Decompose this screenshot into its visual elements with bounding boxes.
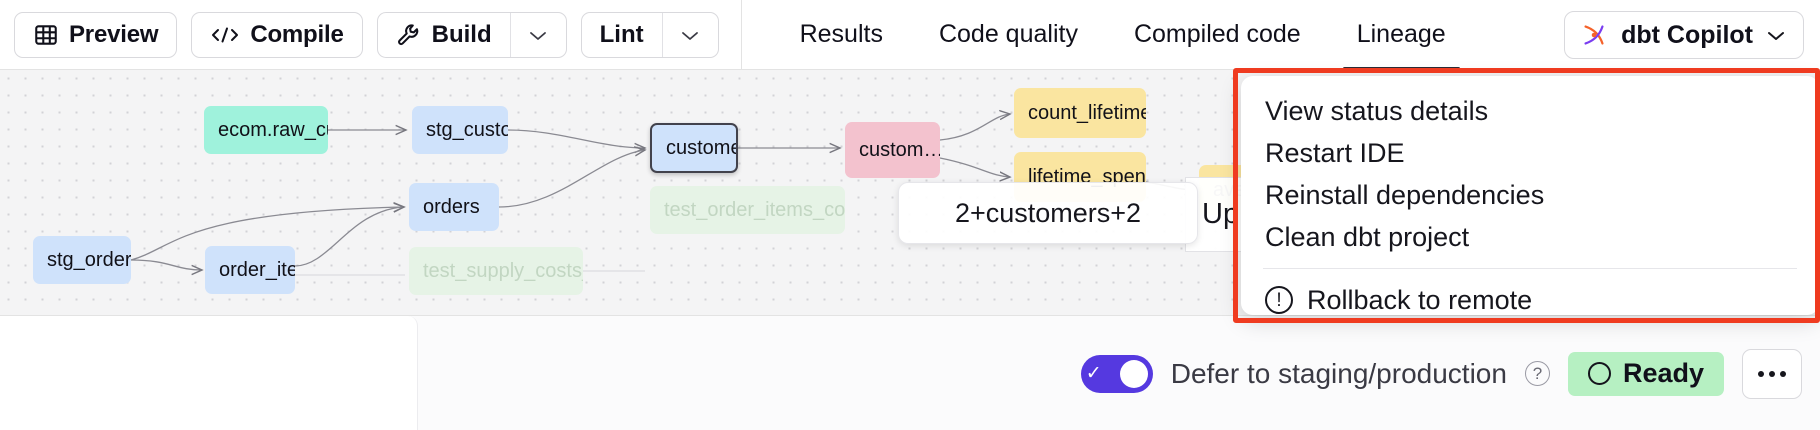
ide-status-context-menu: View status details Restart IDE Reinstal… [1241,76,1819,315]
result-tabs: Results Code quality Compiled code Linea… [772,0,1474,70]
lineage-node-label: orders [423,195,480,218]
menu-separator [1263,268,1797,269]
tab-compiled-code[interactable]: Compiled code [1106,0,1329,70]
lineage-node-test-order-items-computed[interactable]: test_order_items_comput… [650,186,845,234]
defer-toggle[interactable]: ✓ [1080,354,1153,393]
lineage-node-customers-error[interactable]: custom… [845,122,940,178]
status-badge[interactable]: Ready [1567,351,1724,396]
toolbar-divider [740,0,742,70]
lint-button-group: Lint [580,11,719,58]
menu-item-label: Rollback to remote [1307,284,1533,315]
tab-lineage-label: Lineage [1356,20,1446,48]
lint-dropdown-toggle[interactable] [661,12,718,57]
wrench-icon [396,22,422,48]
lineage-node-orders[interactable]: orders [409,183,499,231]
menu-item-label: View status details [1265,95,1489,126]
lineage-node-label: test_supply_costs_su… [423,259,583,282]
question-mark-icon[interactable]: ? [1524,361,1550,386]
lineage-node-label: ecom.raw_cust… [218,118,328,141]
bottom-status-bar: ✓ Defer to staging/production ? Ready [0,315,1820,430]
defer-toggle-label: Defer to staging/production [1170,357,1507,389]
menu-item-reinstall-dependencies[interactable]: Reinstall dependencies [1241,174,1819,216]
toggle-knob [1119,359,1148,388]
lint-button-label: Lint [599,20,644,48]
status-bar-left-panel [0,316,418,430]
build-button[interactable]: Build [378,13,510,57]
menu-item-label: Restart IDE [1265,137,1405,168]
tab-lineage[interactable]: Lineage [1329,0,1474,70]
compile-button[interactable]: Compile [191,11,363,58]
lineage-node-label: count_lifetime_… [1028,101,1146,124]
tab-results-label: Results [799,20,883,48]
toolbar-action-buttons: Preview Compile Build [0,0,719,70]
ellipsis-icon [1758,370,1764,377]
lineage-node-label: customers [666,136,736,159]
lineage-node-stg-customers[interactable]: stg_custo… [412,106,508,154]
check-icon: ✓ [1085,363,1102,384]
status-badge-label: Ready [1622,358,1704,388]
build-dropdown-toggle[interactable] [509,12,566,57]
lineage-node-test-supply-costs[interactable]: test_supply_costs_su… [409,247,583,295]
dbt-copilot-label: dbt Copilot [1621,20,1753,49]
code-brackets-icon [210,22,240,48]
lineage-node-ecom-raw-customers[interactable]: ecom.raw_cust… [204,106,328,154]
ellipsis-icon [1780,370,1786,377]
lineage-node-label: stg_custo… [426,118,508,141]
compile-button-label: Compile [250,20,344,48]
alert-circle-icon: ! [1265,286,1293,314]
lineage-node-count-lifetime[interactable]: count_lifetime_… [1014,88,1146,138]
dbt-copilot-icon [1579,20,1609,50]
status-bar-controls: ✓ Defer to staging/production ? Ready [1080,316,1802,430]
menu-item-view-status-details[interactable]: View status details [1241,90,1819,132]
lineage-side-panel-text: Up [1202,198,1240,230]
ellipsis-icon [1769,370,1775,377]
menu-item-rollback-to-remote[interactable]: ! Rollback to remote [1241,279,1819,315]
menu-item-label: Reinstall dependencies [1265,179,1545,210]
tab-code-quality-label: Code quality [938,20,1078,48]
lineage-node-label: test_order_items_comput… [664,198,845,221]
table-icon [33,22,59,48]
menu-item-restart-ide[interactable]: Restart IDE [1241,132,1819,174]
tab-results[interactable]: Results [772,0,911,70]
preview-button-label: Preview [69,20,159,48]
lineage-selector-tooltip-text: 2+customers+2 [954,197,1142,228]
preview-button[interactable]: Preview [14,11,178,58]
dbt-copilot-button[interactable]: dbt Copilot [1564,11,1804,59]
lineage-node-label: stg_orders [47,248,131,271]
status-circle-icon [1587,362,1611,385]
build-button-group: Build [376,11,567,58]
lineage-node-label: order_ite… [219,258,295,281]
chevron-down-icon [682,31,698,40]
lineage-node-label: custom… [859,138,940,161]
build-button-label: Build [431,20,492,48]
top-toolbar: Preview Compile Build [0,0,1820,70]
menu-item-clean-dbt-project[interactable]: Clean dbt project [1241,216,1819,258]
chevron-down-icon [530,31,547,40]
menu-item-label: Clean dbt project [1265,221,1470,252]
lineage-node-customers-selected[interactable]: customers [650,123,738,173]
tab-code-quality[interactable]: Code quality [911,0,1106,70]
chevron-down-icon [1768,32,1784,40]
lineage-node-stg-orders[interactable]: stg_orders [33,236,131,284]
more-options-button[interactable] [1742,348,1802,399]
lineage-selector-tooltip: 2+customers+2 [898,182,1198,244]
lineage-node-order-items[interactable]: order_ite… [205,246,295,294]
lint-button[interactable]: Lint [582,13,662,57]
tab-compiled-code-label: Compiled code [1133,20,1301,48]
